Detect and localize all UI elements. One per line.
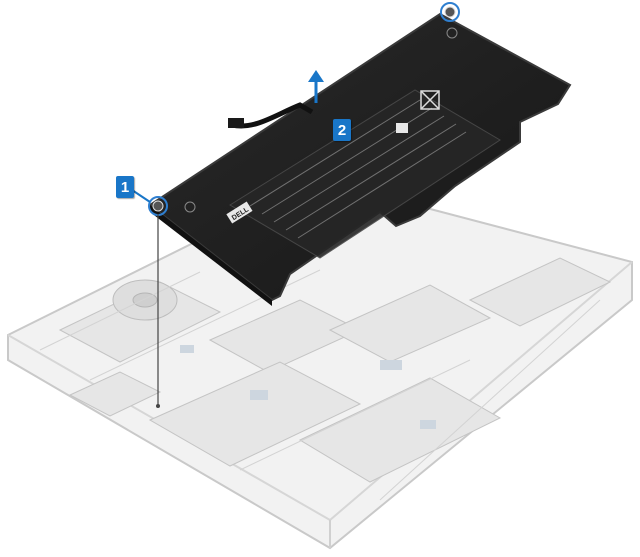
laptop-chassis — [7, 178, 633, 550]
step-2-badge: 2 — [333, 119, 351, 141]
battery-connector — [228, 118, 244, 128]
cooling-fan — [112, 279, 178, 321]
screw-icon — [440, 2, 460, 22]
screw-hole — [184, 27, 458, 213]
cert-icon — [396, 123, 408, 133]
step-1-badge: 1 — [116, 176, 134, 198]
battery-label — [229, 89, 501, 259]
battery-pack: DELL — [148, 12, 572, 306]
recycle-bin-icon — [420, 90, 440, 110]
up-arrow-icon — [308, 70, 324, 103]
